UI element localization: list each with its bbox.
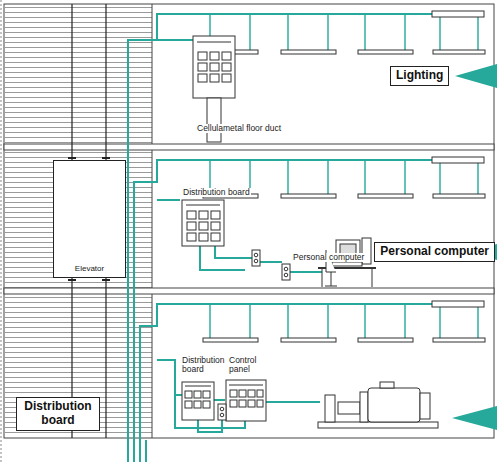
callout-box: Personal computer [374,242,495,262]
callout-text: Lighting [396,69,443,83]
callout-box: Distribution board [16,397,100,431]
duct-label: Cellulametal floor duct [196,124,282,133]
callout-text: Distribution board [22,400,94,428]
elevator-label: Elevator [54,264,125,273]
panel-label: Distribution board [182,188,251,197]
elevator-car: Elevator [53,160,126,278]
panel-label: Distribution board [181,356,225,375]
device-label: Personal computer [292,253,365,262]
panel-label: Control panel [228,356,264,375]
callout-box: Lighting [390,66,449,86]
callout-text: Personal computer [380,245,489,259]
